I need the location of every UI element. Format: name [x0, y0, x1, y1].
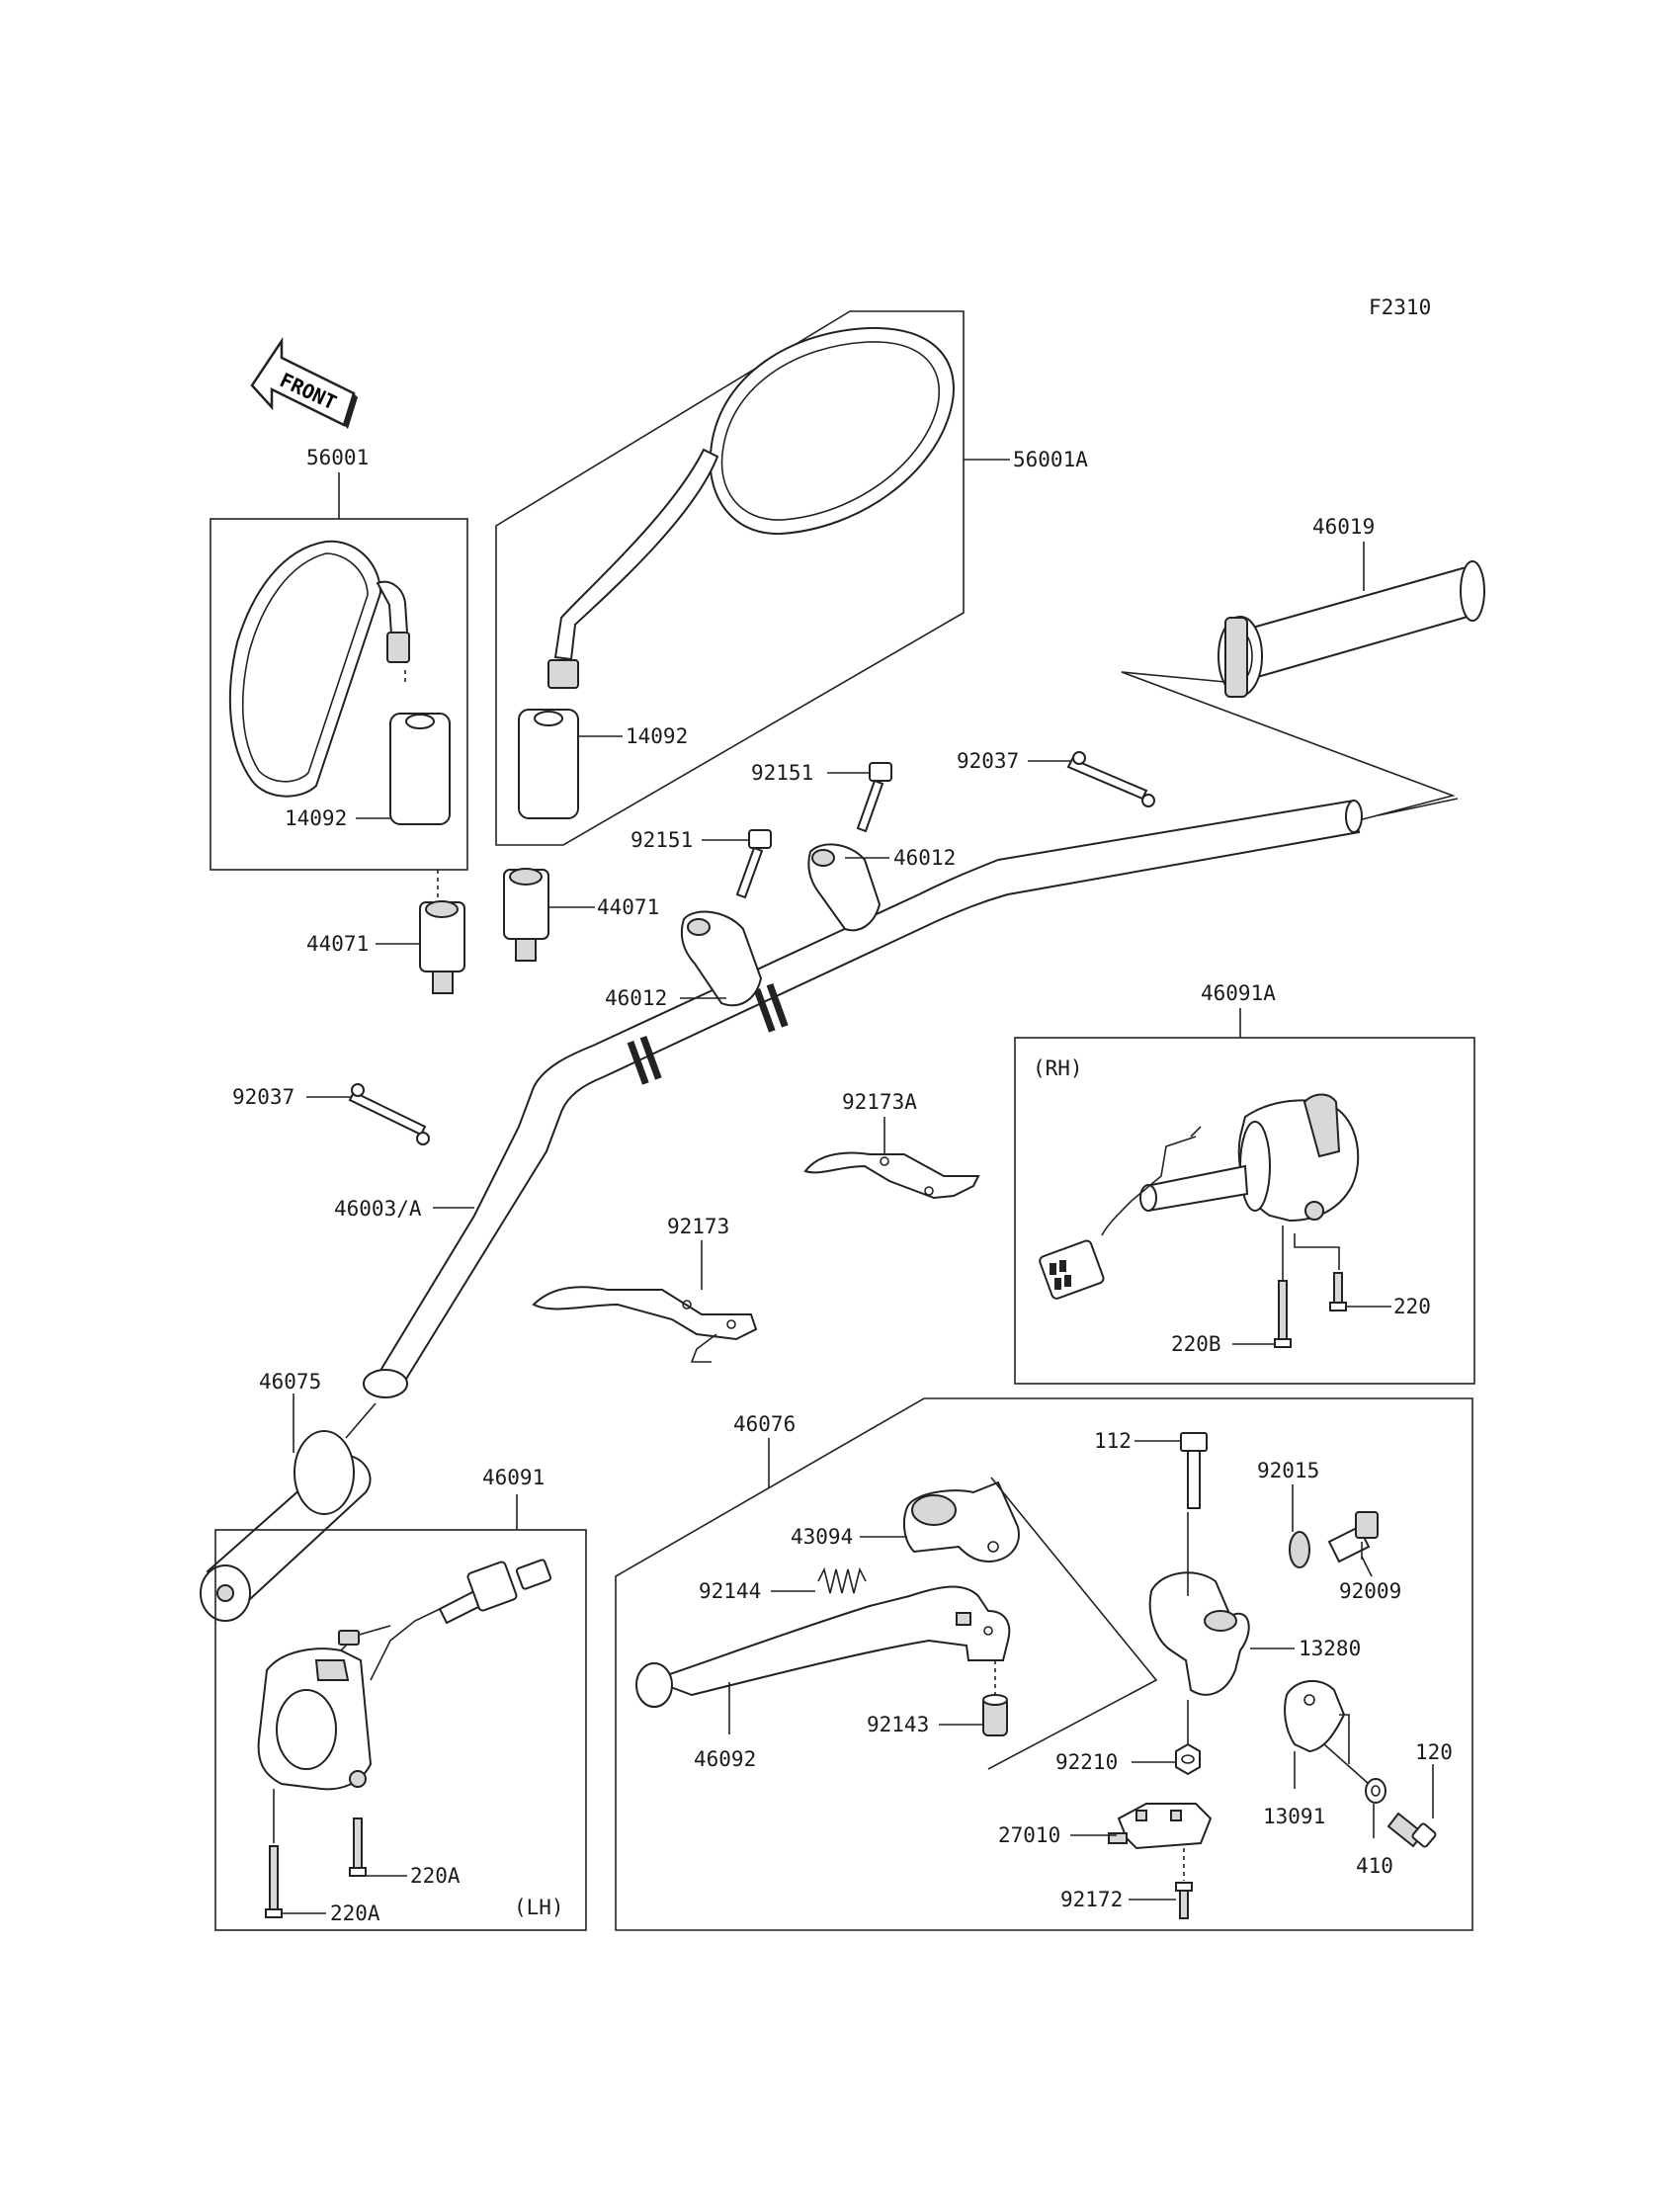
lh-label: (LH) — [514, 1896, 564, 1919]
label-46012-left: 46012 — [605, 986, 667, 1010]
label-220A-lower: 220A — [330, 1901, 380, 1925]
label-46075: 46075 — [259, 1370, 321, 1394]
label-112: 112 — [1094, 1429, 1132, 1453]
mirror-left-adapter-14092 — [389, 713, 451, 825]
label-92173A: 92173A — [842, 1090, 917, 1114]
lever-assembly-box — [615, 1397, 1473, 1931]
switch-lh-46091 — [257, 1559, 552, 1791]
label-220: 220 — [1393, 1295, 1431, 1318]
mirror-right-adapter-14092 — [518, 709, 579, 819]
label-46076: 46076 — [733, 1412, 796, 1436]
label-46003A: 46003/A — [334, 1197, 422, 1221]
label-13091: 13091 — [1263, 1805, 1325, 1828]
label-92173: 92173 — [667, 1215, 729, 1238]
rh-switch-box — [1014, 1037, 1475, 1385]
grip-right-46019 — [1218, 560, 1485, 698]
label-44071-right: 44071 — [597, 895, 659, 919]
label-92144: 92144 — [699, 1579, 761, 1603]
screw-220A-lower — [265, 1845, 283, 1918]
mirror-right-nut-44071 — [503, 868, 549, 962]
label-43094: 43094 — [791, 1525, 853, 1549]
label-410: 410 — [1356, 1854, 1393, 1878]
holder-46012-right — [807, 843, 882, 932]
mirror-left — [228, 540, 410, 798]
band-92037-top — [1066, 751, 1155, 807]
label-92172: 92172 — [1060, 1888, 1123, 1911]
label-120: 120 — [1415, 1740, 1453, 1764]
label-46092: 46092 — [694, 1747, 756, 1771]
label-56001A: 56001A — [1013, 448, 1088, 471]
mirror-left-nut-44071 — [419, 900, 465, 994]
label-44071-left: 44071 — [306, 932, 369, 956]
screw-92172 — [1175, 1882, 1193, 1919]
lever-46092 — [635, 1585, 1011, 1708]
band-92037-left — [348, 1083, 430, 1145]
washer-410 — [1365, 1778, 1386, 1804]
label-92151-mid: 92151 — [630, 828, 693, 852]
washer-92015 — [1289, 1531, 1310, 1568]
nut-92210 — [1175, 1742, 1201, 1776]
bolt-92151-top — [856, 762, 892, 833]
label-92143: 92143 — [867, 1713, 929, 1736]
label-14092-right: 14092 — [626, 724, 688, 748]
mirror-right-box — [495, 310, 965, 846]
label-92151-top: 92151 — [751, 761, 813, 785]
label-56001: 56001 — [306, 446, 369, 469]
clamp-13091 — [1284, 1680, 1346, 1753]
switch-27010 — [1108, 1803, 1213, 1850]
rh-label: (RH) — [1033, 1056, 1083, 1080]
collar-92143 — [982, 1694, 1008, 1736]
label-46091: 46091 — [482, 1466, 545, 1489]
bolt-92151-mid — [735, 829, 772, 899]
label-46012-right: 46012 — [893, 846, 956, 870]
adjuster-43094 — [902, 1480, 1020, 1563]
figure-code: F2310 — [1369, 296, 1431, 319]
handlebar-46003A — [363, 799, 1363, 1398]
bracket-92173A — [803, 1151, 980, 1200]
screw-220B — [1274, 1280, 1292, 1348]
label-92009: 92009 — [1339, 1579, 1401, 1603]
bolt-120 — [1386, 1812, 1437, 1848]
bolt-112 — [1180, 1432, 1208, 1509]
label-92037-left: 92037 — [232, 1085, 294, 1109]
switch-rh-46091A — [1039, 1093, 1360, 1300]
front-arrow-icon: FRONT — [250, 336, 358, 429]
adjuster-92009 — [1327, 1511, 1379, 1563]
label-27010: 27010 — [998, 1823, 1060, 1847]
label-92015: 92015 — [1257, 1459, 1319, 1482]
holder-46012-left — [680, 910, 763, 1007]
label-92037-top: 92037 — [957, 749, 1019, 773]
lh-switch-box — [214, 1529, 587, 1931]
screw-220 — [1329, 1272, 1347, 1311]
holder-13280 — [1148, 1571, 1250, 1696]
label-46019: 46019 — [1312, 515, 1375, 539]
mirror-right — [547, 326, 955, 689]
spring-92144 — [817, 1566, 867, 1594]
label-220A-upper: 220A — [410, 1864, 461, 1888]
label-13280: 13280 — [1299, 1637, 1361, 1660]
screw-220A-upper — [349, 1817, 367, 1877]
label-220B: 220B — [1171, 1332, 1221, 1356]
label-46091A: 46091A — [1201, 981, 1276, 1005]
label-92210: 92210 — [1055, 1750, 1118, 1774]
label-14092-left: 14092 — [285, 806, 347, 830]
bracket-92173 — [532, 1286, 758, 1363]
grip-left-46075 — [200, 1430, 372, 1622]
